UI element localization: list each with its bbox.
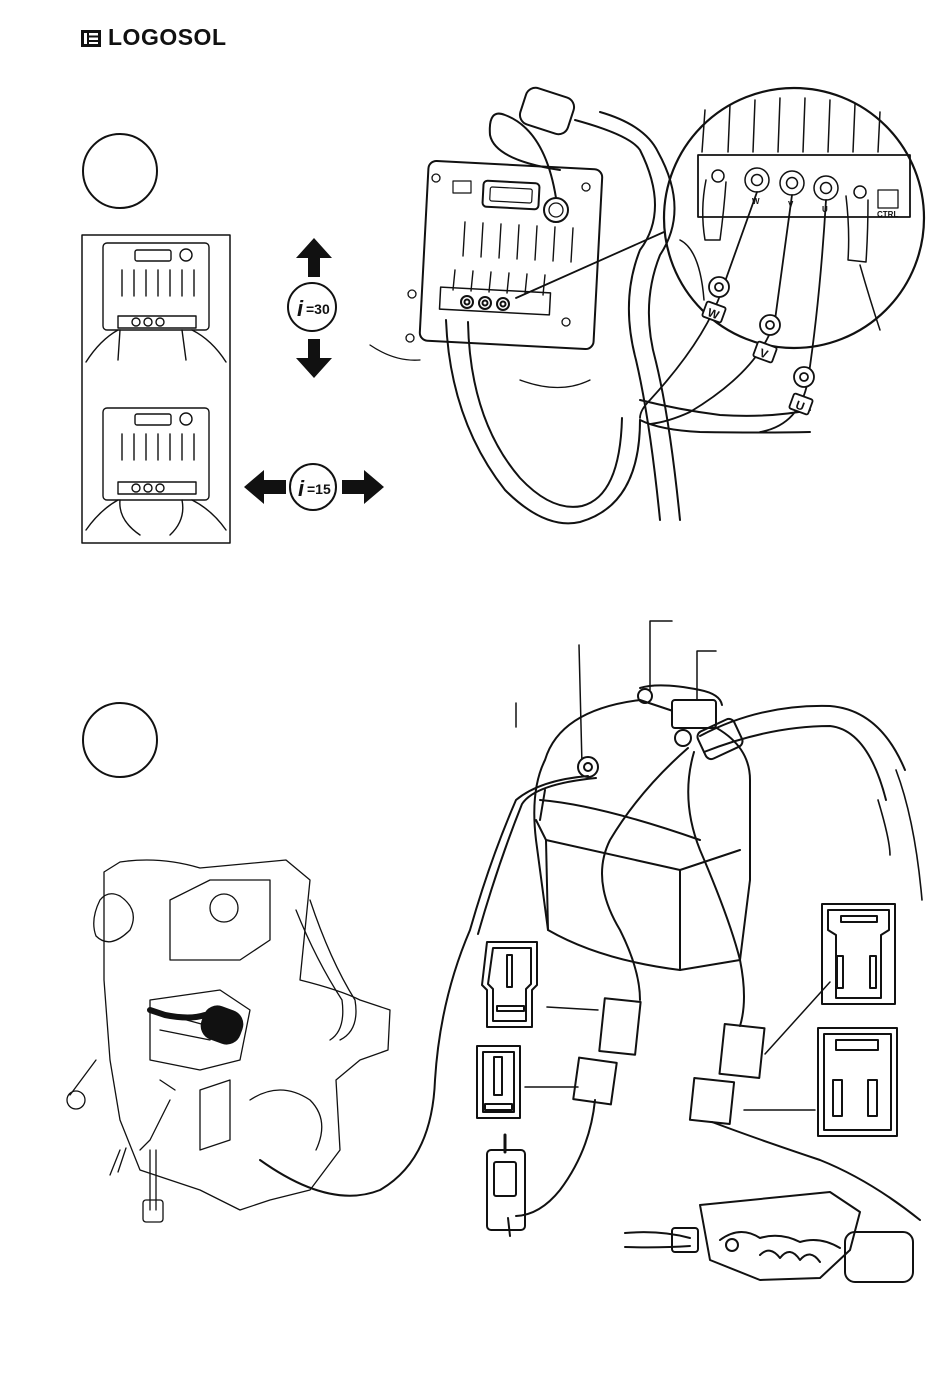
controller-thumbnail-vertical (86, 243, 226, 362)
phase-wires (640, 192, 826, 432)
ground-cable (260, 776, 588, 1196)
zoom-label-v: V (788, 200, 794, 209)
lead-to-connector-b (688, 752, 744, 1026)
step-2-badge (83, 703, 157, 777)
connector-plug-b (690, 1078, 734, 1124)
ratio-15-value: =15 (307, 481, 331, 497)
callout-leader-3 (579, 645, 582, 765)
ratio-30-value: =30 (306, 301, 330, 317)
connector-block-a (599, 998, 640, 1054)
step-1-badge (83, 134, 157, 208)
callout-leader-1 (650, 621, 672, 690)
engine (67, 860, 390, 1222)
pinout-3pin-a (822, 904, 895, 1004)
orientation-panel (82, 235, 230, 543)
pinout-2pin-b (477, 1046, 520, 1118)
ratio-30-i: i (297, 296, 304, 321)
connector-plug-a (573, 1058, 616, 1105)
pinout-3pin-b (818, 1028, 897, 1136)
arrow-up-icon (296, 238, 332, 277)
pinout-2pin-a (482, 942, 537, 1027)
arrow-right-icon (342, 470, 384, 504)
lead-to-connector-a (602, 748, 688, 1000)
zoom-label-w: W (752, 197, 760, 206)
ctrl-label: CTRL (877, 210, 898, 219)
arrow-left-icon (244, 470, 286, 504)
throttle-actuator (625, 1192, 913, 1282)
connector-block-b (719, 1024, 764, 1078)
ratio-15-i: i (298, 476, 305, 501)
arrow-down-icon (296, 339, 332, 378)
control-cable (490, 114, 560, 198)
controller-thumbnail-horizontal (86, 408, 226, 535)
fuel-solenoid (487, 1135, 525, 1236)
zoom-leader-line (516, 232, 664, 298)
zoom-label-u: U (822, 205, 828, 214)
motor-power-cable (446, 320, 640, 523)
